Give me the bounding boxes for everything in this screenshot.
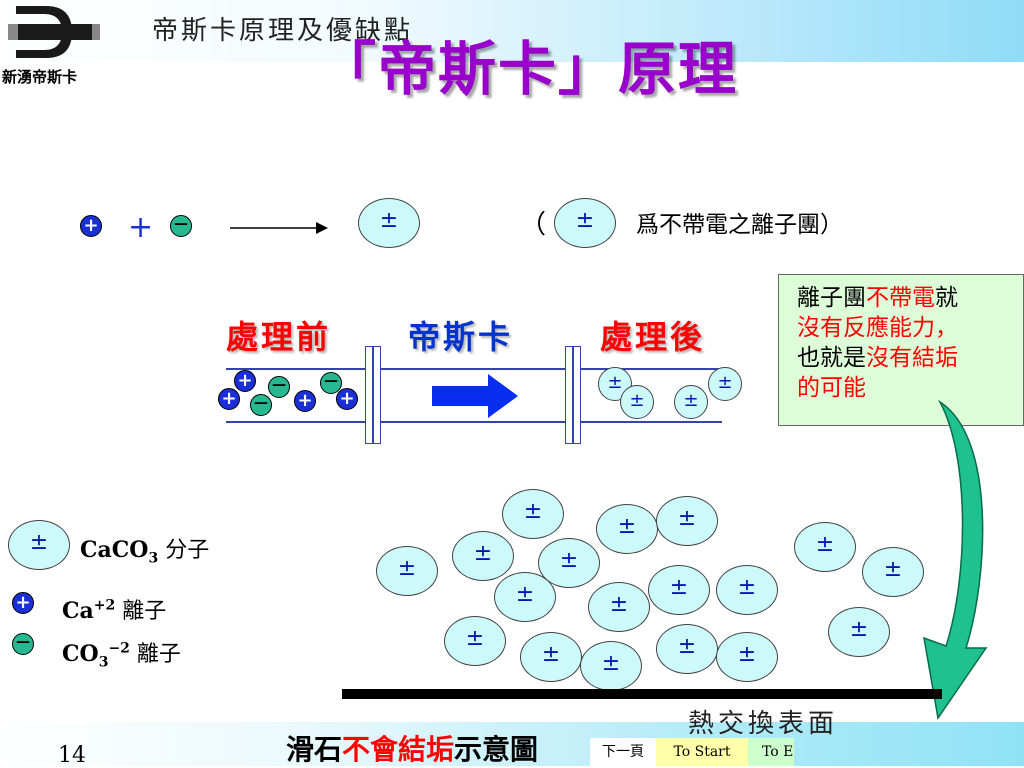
neutral-cluster-icon: ±: [716, 565, 778, 615]
cation-ion-icon: +: [234, 370, 256, 392]
slide-caption: 滑石不會結垢示意圖: [286, 733, 539, 766]
neutral-cluster-icon: ±: [520, 632, 582, 682]
before-label: 處理前: [226, 318, 332, 356]
neutral-cluster-icon: ±: [554, 198, 616, 248]
neutral-cluster-icon: ±: [794, 522, 856, 572]
anion-ion-icon: —: [250, 394, 272, 416]
neutral-cluster-icon: ±: [452, 531, 514, 581]
after-label: 處理後: [600, 318, 706, 356]
neutral-cluster-icon: ±: [716, 632, 778, 682]
heat-exchange-surface: [342, 689, 942, 699]
anion-ion-icon: —: [320, 372, 342, 394]
neutral-cluster-icon: ±: [502, 489, 564, 539]
open-paren: （: [520, 210, 547, 240]
legend-anion-icon: —: [12, 633, 34, 655]
neutral-cluster-icon: ±: [648, 565, 710, 615]
neutral-cluster-icon: ±: [358, 198, 420, 248]
cation-ion-icon: +: [336, 388, 358, 410]
neutral-cluster-icon: ±: [494, 572, 556, 622]
anion-ion-icon: —: [268, 376, 290, 398]
note-box: 離子團不帶電就 沒有反應能力， 也就是沒有結垢 的可能: [778, 274, 1024, 426]
neutral-cluster-icon: ±: [656, 624, 718, 674]
nav-end-button[interactable]: To E: [748, 738, 794, 766]
neutral-cluster-icon: ±: [828, 607, 890, 657]
device-label: 帝斯卡: [408, 318, 514, 356]
surface-label: 熱交換表面: [688, 709, 839, 739]
header-band: [0, 0, 1024, 62]
slide-subtitle: 帝斯卡原理及優缺點: [152, 16, 414, 46]
legend-cation-label: Ca+2 離子: [62, 597, 167, 624]
neutral-cluster-icon: ±: [708, 367, 742, 401]
neutral-cluster-icon: ±: [656, 496, 718, 546]
pipe-flange: [565, 346, 581, 444]
curved-arrow-icon: [923, 399, 988, 720]
pipe-bottom-line: [226, 421, 722, 423]
neutral-cluster-icon: ±: [580, 641, 642, 691]
neutral-cluster-note: 爲不帶電之離子團）: [636, 212, 843, 238]
neutral-cluster-icon: ±: [674, 385, 708, 419]
plus-operator: +: [128, 210, 154, 245]
nav-prev-button[interactable]: 下一頁: [590, 738, 656, 766]
pipe-flange: [365, 346, 381, 444]
neutral-cluster-icon: ±: [596, 504, 658, 554]
nav-start-button[interactable]: To Start: [656, 738, 748, 766]
cation-ion-icon: +: [294, 390, 316, 412]
logo-magnet-icon: [8, 6, 100, 58]
flow-arrow-icon: [432, 374, 518, 418]
neutral-cluster-icon: ±: [588, 582, 650, 632]
legend-molecule-label: CaCO3 分子: [80, 537, 210, 567]
anion-ion-icon: —: [170, 215, 192, 237]
legend-molecule-icon: ±: [8, 520, 70, 570]
cation-ion-icon: +: [218, 388, 240, 410]
pipe-top-line: [226, 368, 722, 370]
logo-text: 新湧帝斯卡: [2, 68, 78, 86]
neutral-cluster-icon: ±: [620, 385, 654, 419]
neutral-cluster-icon: ±: [444, 616, 506, 666]
reaction-arrow-icon: [230, 222, 328, 234]
cation-ion-icon: +: [80, 215, 102, 237]
footer-band: [0, 722, 1024, 766]
legend-cation-icon: +: [12, 592, 34, 614]
legend-anion-label: CO3−2 離子: [62, 640, 181, 671]
neutral-cluster-icon: ±: [862, 547, 924, 597]
slide-title: 「帝斯卡」原理: [318, 35, 739, 103]
neutral-cluster-icon: ±: [376, 546, 438, 596]
page-number: 14: [58, 743, 86, 768]
